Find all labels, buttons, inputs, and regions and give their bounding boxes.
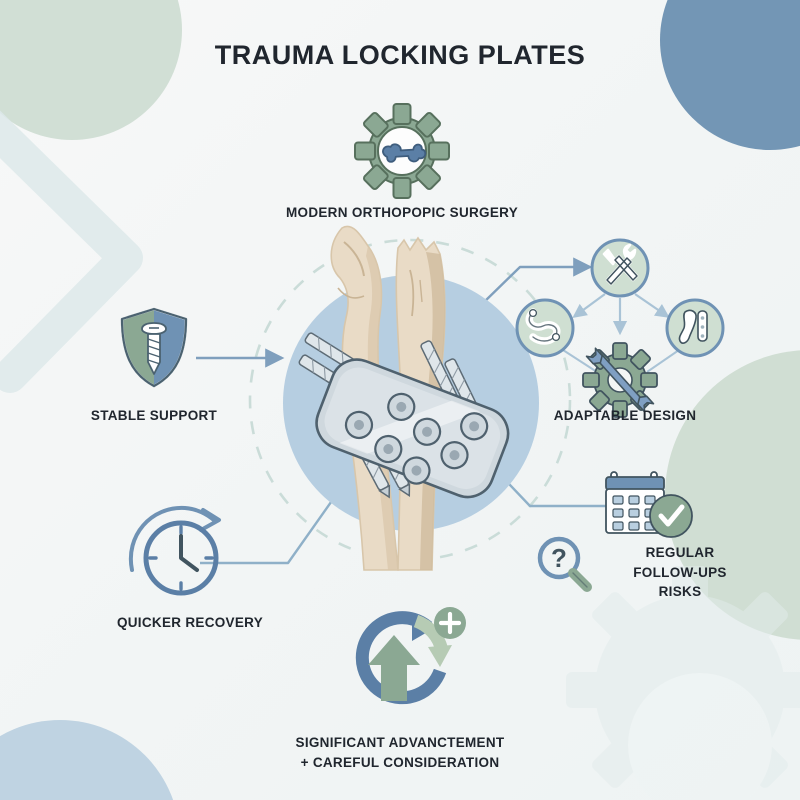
label-line-risks: RISKS <box>658 584 702 600</box>
recovery-arrow-head <box>199 508 221 532</box>
arrow-tools-to-splate <box>572 293 606 318</box>
s-shaped-plate-icon <box>515 298 575 358</box>
decoration-circle-bottom-left <box>0 720 174 800</box>
magnifier-question-icon: ? <box>537 536 592 592</box>
node-regular-follow-ups[interactable] <box>604 466 704 546</box>
line-splate-to-gear <box>562 349 598 373</box>
up-arrow-glyph <box>368 635 420 701</box>
screw-glyph <box>141 322 167 375</box>
question-mark-glyph: ? <box>551 543 567 573</box>
label-line-regular: REGULAR <box>645 545 715 560</box>
plus-icon <box>438 611 462 635</box>
label-significant-advancement: SIGNIFICANT ADVANCTEMENT + CAREFUL CONSI… <box>230 733 570 774</box>
decoration-chevron-top-left <box>0 110 143 393</box>
node-modern-orthopedic-surgery[interactable] <box>352 103 452 199</box>
label-quicker-recovery: QUICKER RECOVERY <box>116 615 264 630</box>
page-title: TRAUMA LOCKING PLATES <box>214 40 586 70</box>
circular-arrow-up-plus-icon <box>355 607 466 705</box>
arrow-tools-to-boneplate <box>634 293 670 318</box>
decoration-circle-top-right <box>660 0 800 150</box>
fractured-bone-with-plate-and-screws-icon <box>283 225 539 571</box>
label-regular-follow-ups: REGULAR FOLLOW-UPS RISKS <box>590 543 770 602</box>
check-mark-icon <box>658 504 685 527</box>
check-badge <box>649 494 693 538</box>
adaptable-design-cluster <box>515 238 725 418</box>
gear-with-bone-icon <box>354 103 450 199</box>
node-quicker-recovery[interactable] <box>125 500 235 600</box>
recovery-arc <box>128 505 217 572</box>
plate-screw-holes <box>344 392 489 485</box>
bone-plate-icon <box>665 298 725 358</box>
line-boneplate-to-gear <box>646 349 680 373</box>
clock-arrow-icon <box>128 505 221 596</box>
node-stable-support[interactable] <box>117 306 191 390</box>
bone-glyph <box>382 143 427 163</box>
label-line-consideration: + CAREFUL CONSIDERATION <box>300 755 500 771</box>
calendar-check-icon <box>605 471 693 538</box>
gear-with-wrench-icon <box>582 342 658 418</box>
label-adaptable-design: ADAPTABLE DESIGN <box>553 408 697 423</box>
progress-arrow-head-green <box>428 645 452 667</box>
label-line-advancement: SIGNIFICANT ADVANCTEMENT <box>295 735 505 750</box>
label-modern-orthopedic-surgery: MODERN ORTHOPOPIC SURGERY <box>285 205 519 220</box>
node-magnifier-question[interactable]: ? <box>533 533 595 595</box>
calendar-day-cells <box>612 495 656 531</box>
progress-arc-blue <box>355 611 447 705</box>
label-stable-support: STABLE SUPPORT <box>90 408 218 423</box>
clock-ticks <box>148 525 214 591</box>
center-illustration <box>270 225 560 571</box>
wrench-screwdriver-icon <box>590 238 650 298</box>
label-line-followups: FOLLOW-UPS <box>633 564 727 580</box>
clock-hands <box>179 534 199 572</box>
clock-face <box>143 520 219 596</box>
shield-with-screw-icon <box>120 307 188 388</box>
node-adaptable-design[interactable] <box>505 232 725 418</box>
locking-plate <box>315 358 510 499</box>
wrench-glyph <box>585 347 655 413</box>
node-significant-advancement[interactable] <box>340 605 470 720</box>
